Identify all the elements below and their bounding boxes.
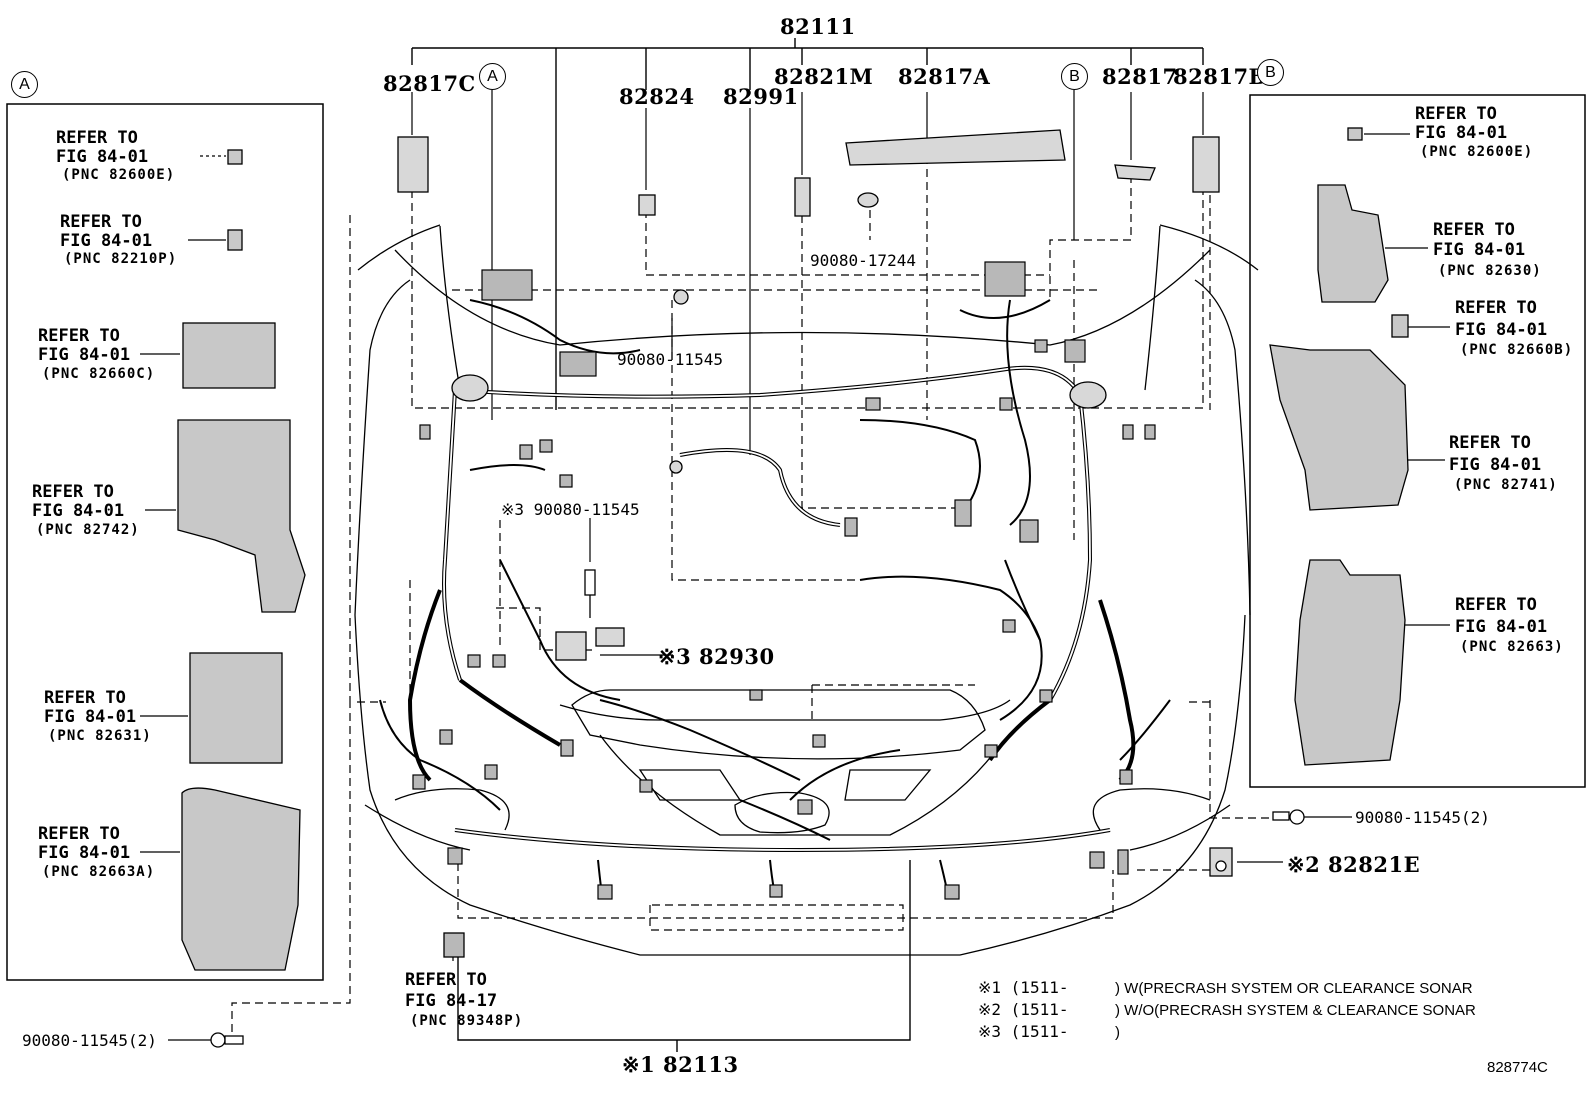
note-1-text: ) W(PRECRASH SYSTEM OR CLEARANCE SONAR (1115, 980, 1473, 997)
panel-b-frame (1249, 94, 1586, 788)
panel-b-item2-pnc: (PNC 82630) (1438, 263, 1542, 279)
connector-82817c (397, 136, 429, 193)
panel-b-item4-pnc: (PNC 82741) (1454, 477, 1558, 493)
panel-b-item1-line2[interactable]: FIG 84-01 (1415, 123, 1508, 143)
ref-89348p-line1: REFER TO (405, 970, 487, 990)
car-body-outline (354, 224, 1259, 956)
part-number-82817a[interactable]: 82817A (898, 64, 991, 89)
note-1-mark: ※1 (1511- (978, 978, 1069, 997)
circle-marker-a-panel: A (11, 71, 38, 98)
panel-a-item3-pnc: (PNC 82660C) (42, 366, 156, 382)
protector-82817a (845, 129, 1066, 166)
part-number-82930[interactable]: ※3 82930 (658, 644, 775, 669)
panel-a-item6-line2[interactable]: FIG 84-01 (38, 843, 131, 863)
panel-a-item1-line1: REFER TO (56, 128, 138, 148)
connector-89348p (443, 932, 465, 958)
wiring-harness-inner (443, 366, 1111, 851)
panel-a-frame (6, 103, 324, 981)
panel-a-item5-pnc: (PNC 82631) (48, 728, 152, 744)
part-number-82824[interactable]: 82824 (619, 84, 695, 109)
panel-b-item2-line2[interactable]: FIG 84-01 (1433, 240, 1526, 260)
terminal-82991 (669, 460, 683, 474)
harness-connectors (412, 261, 1156, 900)
panel-b-item5-pnc: (PNC 82663) (1460, 639, 1564, 655)
part-number-82821e[interactable]: ※2 82821E (1287, 852, 1421, 877)
part-number-82817c[interactable]: 82817C (383, 71, 476, 96)
grommet-right (1069, 381, 1107, 409)
clip-82824 (638, 194, 656, 216)
panel-a-parts (140, 149, 306, 971)
bolt-right (1272, 809, 1305, 825)
ref-89348p-line2[interactable]: FIG 84-17 (405, 991, 498, 1011)
panel-a-item2-pnc: (PNC 82210P) (64, 251, 178, 267)
part-number-90080-11545-mid[interactable]: ※3 90080-11545 (501, 500, 640, 519)
panel-b-item4-line1: REFER TO (1449, 433, 1531, 453)
grommet-17244 (857, 192, 879, 208)
circle-marker-a-top: A (479, 63, 506, 90)
panel-a-item5-line2[interactable]: FIG 84-01 (44, 707, 137, 727)
panel-a-item2-line1: REFER TO (60, 212, 142, 232)
panel-b-item1-pnc: (PNC 82600E) (1420, 144, 1534, 160)
panel-a-item1-pnc: (PNC 82600E) (62, 167, 176, 183)
circle-marker-b-panel: B (1257, 59, 1284, 86)
panel-b-item3-line2[interactable]: FIG 84-01 (1455, 320, 1548, 340)
panel-a-item1-line2[interactable]: FIG 84-01 (56, 147, 149, 167)
panel-a-item6-line1: REFER TO (38, 824, 120, 844)
part-number-90080-11545-left[interactable]: 90080-11545(2) (22, 1031, 157, 1050)
part-number-90080-11545-center[interactable]: 90080-11545 (617, 350, 723, 369)
circle-marker-b-top: B (1061, 63, 1088, 90)
part-number-90080-11545-right[interactable]: 90080-11545(2) (1355, 808, 1490, 827)
note-2-text: ) W/O(PRECRASH SYSTEM & CLEARANCE SONAR (1115, 1002, 1476, 1019)
note-2-mark: ※2 (1511- (978, 1000, 1069, 1019)
part-number-82817[interactable]: 82817 (1102, 64, 1178, 89)
panel-a-item2-line2[interactable]: FIG 84-01 (60, 231, 153, 251)
panel-b-item4-line2[interactable]: FIG 84-01 (1449, 455, 1542, 475)
panel-b-item2-line1: REFER TO (1433, 220, 1515, 240)
main-harness-bracket (411, 38, 1204, 410)
panel-b-item3-pnc: (PNC 82660B) (1460, 342, 1574, 358)
panel-b-item1-line1: REFER TO (1415, 104, 1497, 124)
part-82821e (1209, 847, 1233, 877)
panel-a-item6-pnc: (PNC 82663A) (42, 864, 156, 880)
part-82930 (555, 569, 625, 661)
note-3-mark: ※3 (1511- (978, 1022, 1069, 1041)
panel-a-item5-line1: REFER TO (44, 688, 126, 708)
wiring-branches (379, 299, 1171, 896)
panel-b-item3-line1: REFER TO (1455, 298, 1537, 318)
panel-a-item4-line1: REFER TO (32, 482, 114, 502)
bolt-center (673, 289, 689, 305)
panel-a-item3-line2[interactable]: FIG 84-01 (38, 345, 131, 365)
top-parts (397, 129, 1220, 474)
note-3-text: ) (1115, 1024, 1120, 1041)
panel-a-item4-pnc: (PNC 82742) (36, 522, 140, 538)
part-number-82821m[interactable]: 82821M (774, 64, 874, 89)
part-number-82111[interactable]: 82111 (780, 14, 856, 39)
bracket-82113 (457, 860, 911, 1052)
panel-b-item5-line1: REFER TO (1455, 595, 1537, 615)
panel-a-item3-line1: REFER TO (38, 326, 120, 346)
part-number-82817b[interactable]: 82817B (1173, 64, 1267, 89)
panel-a-item4-line2[interactable]: FIG 84-01 (32, 501, 125, 521)
ref-89348p-pnc: (PNC 89348P) (410, 1013, 524, 1029)
figure-id: 828774C (1487, 1059, 1548, 1076)
part-number-82991[interactable]: 82991 (723, 84, 799, 109)
connector-82817b (1192, 136, 1220, 193)
panel-b-parts (1269, 127, 1450, 766)
grommet-left (451, 374, 489, 402)
connector-82821m (794, 177, 811, 217)
clip-82817 (1114, 164, 1156, 181)
panel-b-item5-line2[interactable]: FIG 84-01 (1455, 617, 1548, 637)
dashed-leaders (231, 130, 1283, 1035)
part-number-90080-17244[interactable]: 90080-17244 (810, 251, 916, 270)
part-number-82113[interactable]: ※1 82113 (622, 1052, 739, 1077)
bolt-left (210, 1032, 244, 1048)
